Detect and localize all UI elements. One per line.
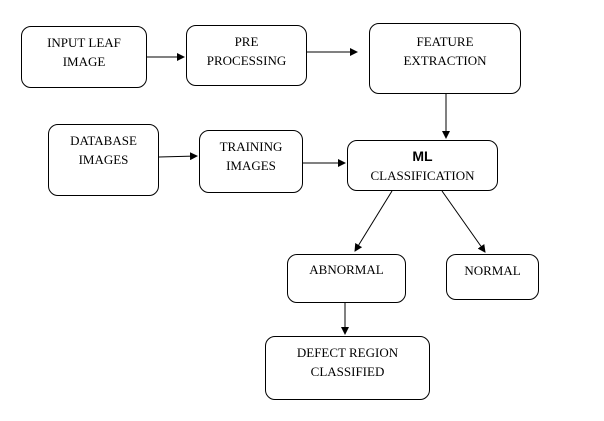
- node-database-images-line-2: IMAGES: [78, 152, 129, 167]
- node-training-images: TRAINING IMAGES: [199, 130, 303, 193]
- node-defect-region-classified-line-2: CLASSIFIED: [310, 364, 385, 379]
- edge-ml-to-abnormal: [354, 190, 393, 252]
- node-pre-processing-line-2: PROCESSING: [206, 53, 287, 68]
- edge-database-to-training: [158, 152, 198, 161]
- node-feature-extraction: FEATURE EXTRACTION: [369, 23, 521, 94]
- node-database-images: DATABASE IMAGES: [48, 124, 159, 196]
- node-ml-classification-subtitle: CLASSIFICATION: [370, 168, 475, 183]
- node-ml-classification: ML CLASSIFICATION: [347, 140, 498, 191]
- node-input-leaf-image-line-2: IMAGE: [62, 54, 106, 69]
- node-training-images-line-2: IMAGES: [226, 158, 276, 173]
- edge-ml-to-normal: [441, 190, 486, 253]
- node-feature-extraction-line-1: FEATURE: [416, 34, 474, 49]
- node-training-images-line-1: TRAINING: [219, 139, 283, 154]
- node-normal: NORMAL: [446, 254, 539, 300]
- node-defect-region-classified: DEFECT REGION CLASSIFIED: [265, 336, 430, 400]
- node-normal-line-1: NORMAL: [464, 263, 521, 278]
- node-database-images-line-1: DATABASE: [70, 133, 137, 148]
- node-input-leaf-image: INPUT LEAF IMAGE: [21, 26, 147, 88]
- node-ml-classification-title: ML: [412, 148, 433, 164]
- node-abnormal: ABNORMAL: [287, 254, 406, 303]
- node-abnormal-line-1: ABNORMAL: [309, 262, 384, 277]
- node-defect-region-classified-line-1: DEFECT REGION: [296, 345, 399, 360]
- node-feature-extraction-line-2: EXTRACTION: [403, 53, 487, 68]
- node-input-leaf-image-line-1: INPUT LEAF: [47, 35, 121, 50]
- node-pre-processing-line-1: PRE: [234, 34, 259, 49]
- node-pre-processing: PRE PROCESSING: [186, 25, 307, 86]
